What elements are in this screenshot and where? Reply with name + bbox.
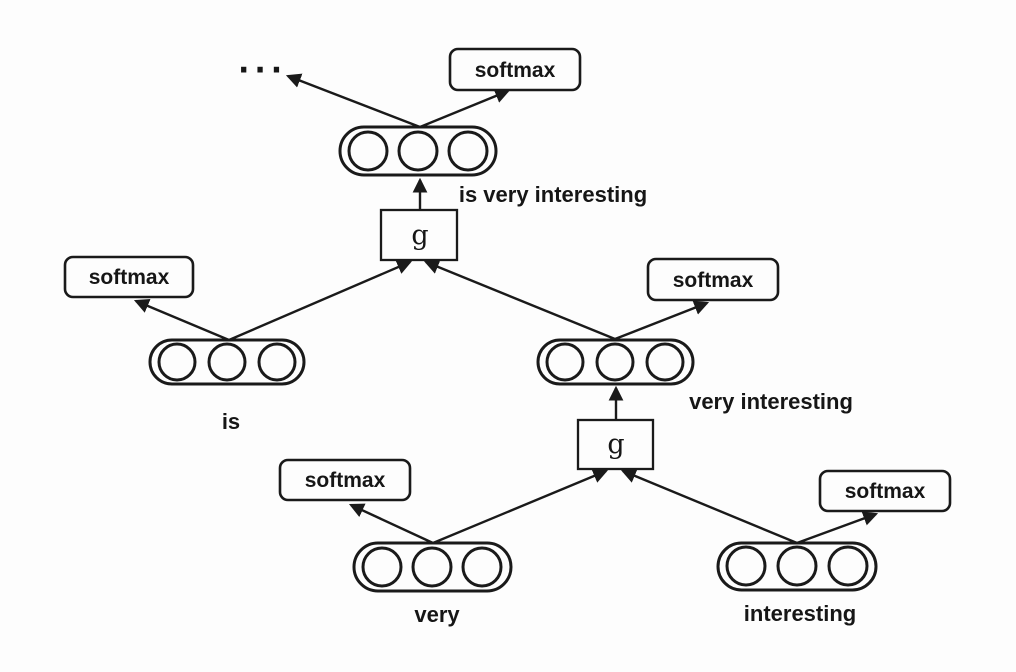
composition-function-box [379, 208, 459, 262]
vector-unit-circle [347, 130, 389, 172]
softmax-box-very: softmax [278, 458, 412, 502]
vector-unit-circle [257, 342, 297, 382]
phrase-label-very-interesting: very interesting [689, 389, 853, 414]
ellipsis-continuation: ··· [238, 53, 287, 88]
softmax-box-is: softmax [63, 255, 195, 299]
vector-node-pill [352, 541, 513, 593]
vector-unit-circle [827, 545, 869, 587]
edge-is-to-softmax [133, 299, 230, 342]
vector-unit-circle [645, 342, 685, 382]
vector-node-is [148, 338, 306, 386]
vector-unit-circle [725, 545, 767, 587]
vector-node-pill [338, 125, 498, 177]
composition-function-label: g [607, 429, 624, 460]
edge-very-interesting-to-softmax [614, 300, 710, 341]
vector-node-root [338, 125, 498, 177]
vector-node-interesting [716, 541, 878, 592]
phrase-label-root: is very interesting [459, 182, 647, 207]
vector-unit-circle [545, 342, 585, 382]
edge-interesting-to-g2 [620, 468, 798, 545]
softmax-box-root: softmax [448, 47, 582, 92]
softmax-box-very-interesting: softmax [646, 257, 780, 302]
g-box-middle: g [576, 418, 655, 471]
edge-is-to-g1 [228, 260, 413, 342]
edge-interesting-to-softmax [796, 511, 879, 545]
softmax-label: softmax [845, 480, 926, 503]
edge-very-interesting-to-g1 [423, 259, 616, 341]
edge-very-to-g2 [432, 468, 609, 545]
vector-unit-circle [397, 130, 439, 172]
g-box-top: g [379, 208, 459, 262]
vector-node-pill [536, 338, 695, 386]
vector-node-pill [716, 541, 878, 592]
vector-unit-circle [447, 130, 489, 172]
vector-unit-circle [461, 546, 503, 588]
vector-unit-circle [361, 546, 403, 588]
word-label-very: very [414, 602, 460, 627]
word-label-interesting: interesting [744, 601, 856, 626]
softmax-box [278, 458, 412, 502]
edge-root-to-softmax [419, 88, 511, 129]
vector-node-pill [148, 338, 306, 386]
edge-very-to-softmax [348, 503, 434, 545]
composition-function-box [576, 418, 655, 471]
vector-node-very [352, 541, 513, 593]
softmax-box [63, 255, 195, 299]
vector-node-very-interesting [536, 338, 695, 386]
softmax-box [818, 469, 952, 513]
softmax-label: softmax [89, 266, 170, 289]
vector-unit-circle [776, 545, 818, 587]
vector-unit-circle [207, 342, 247, 382]
softmax-label: softmax [305, 469, 386, 492]
softmax-box-interesting: softmax [818, 469, 952, 513]
word-label-is: is [222, 409, 240, 434]
edge-root-to-ellipsis [285, 73, 421, 129]
vector-unit-circle [411, 546, 453, 588]
diagram-edges [133, 73, 879, 545]
composition-function-label: g [411, 220, 428, 251]
softmax-label: softmax [673, 269, 754, 292]
softmax-label: softmax [475, 59, 556, 82]
softmax-box [646, 257, 780, 302]
vector-unit-circle [157, 342, 197, 382]
vector-unit-circle [595, 342, 635, 382]
softmax-box [448, 47, 582, 92]
